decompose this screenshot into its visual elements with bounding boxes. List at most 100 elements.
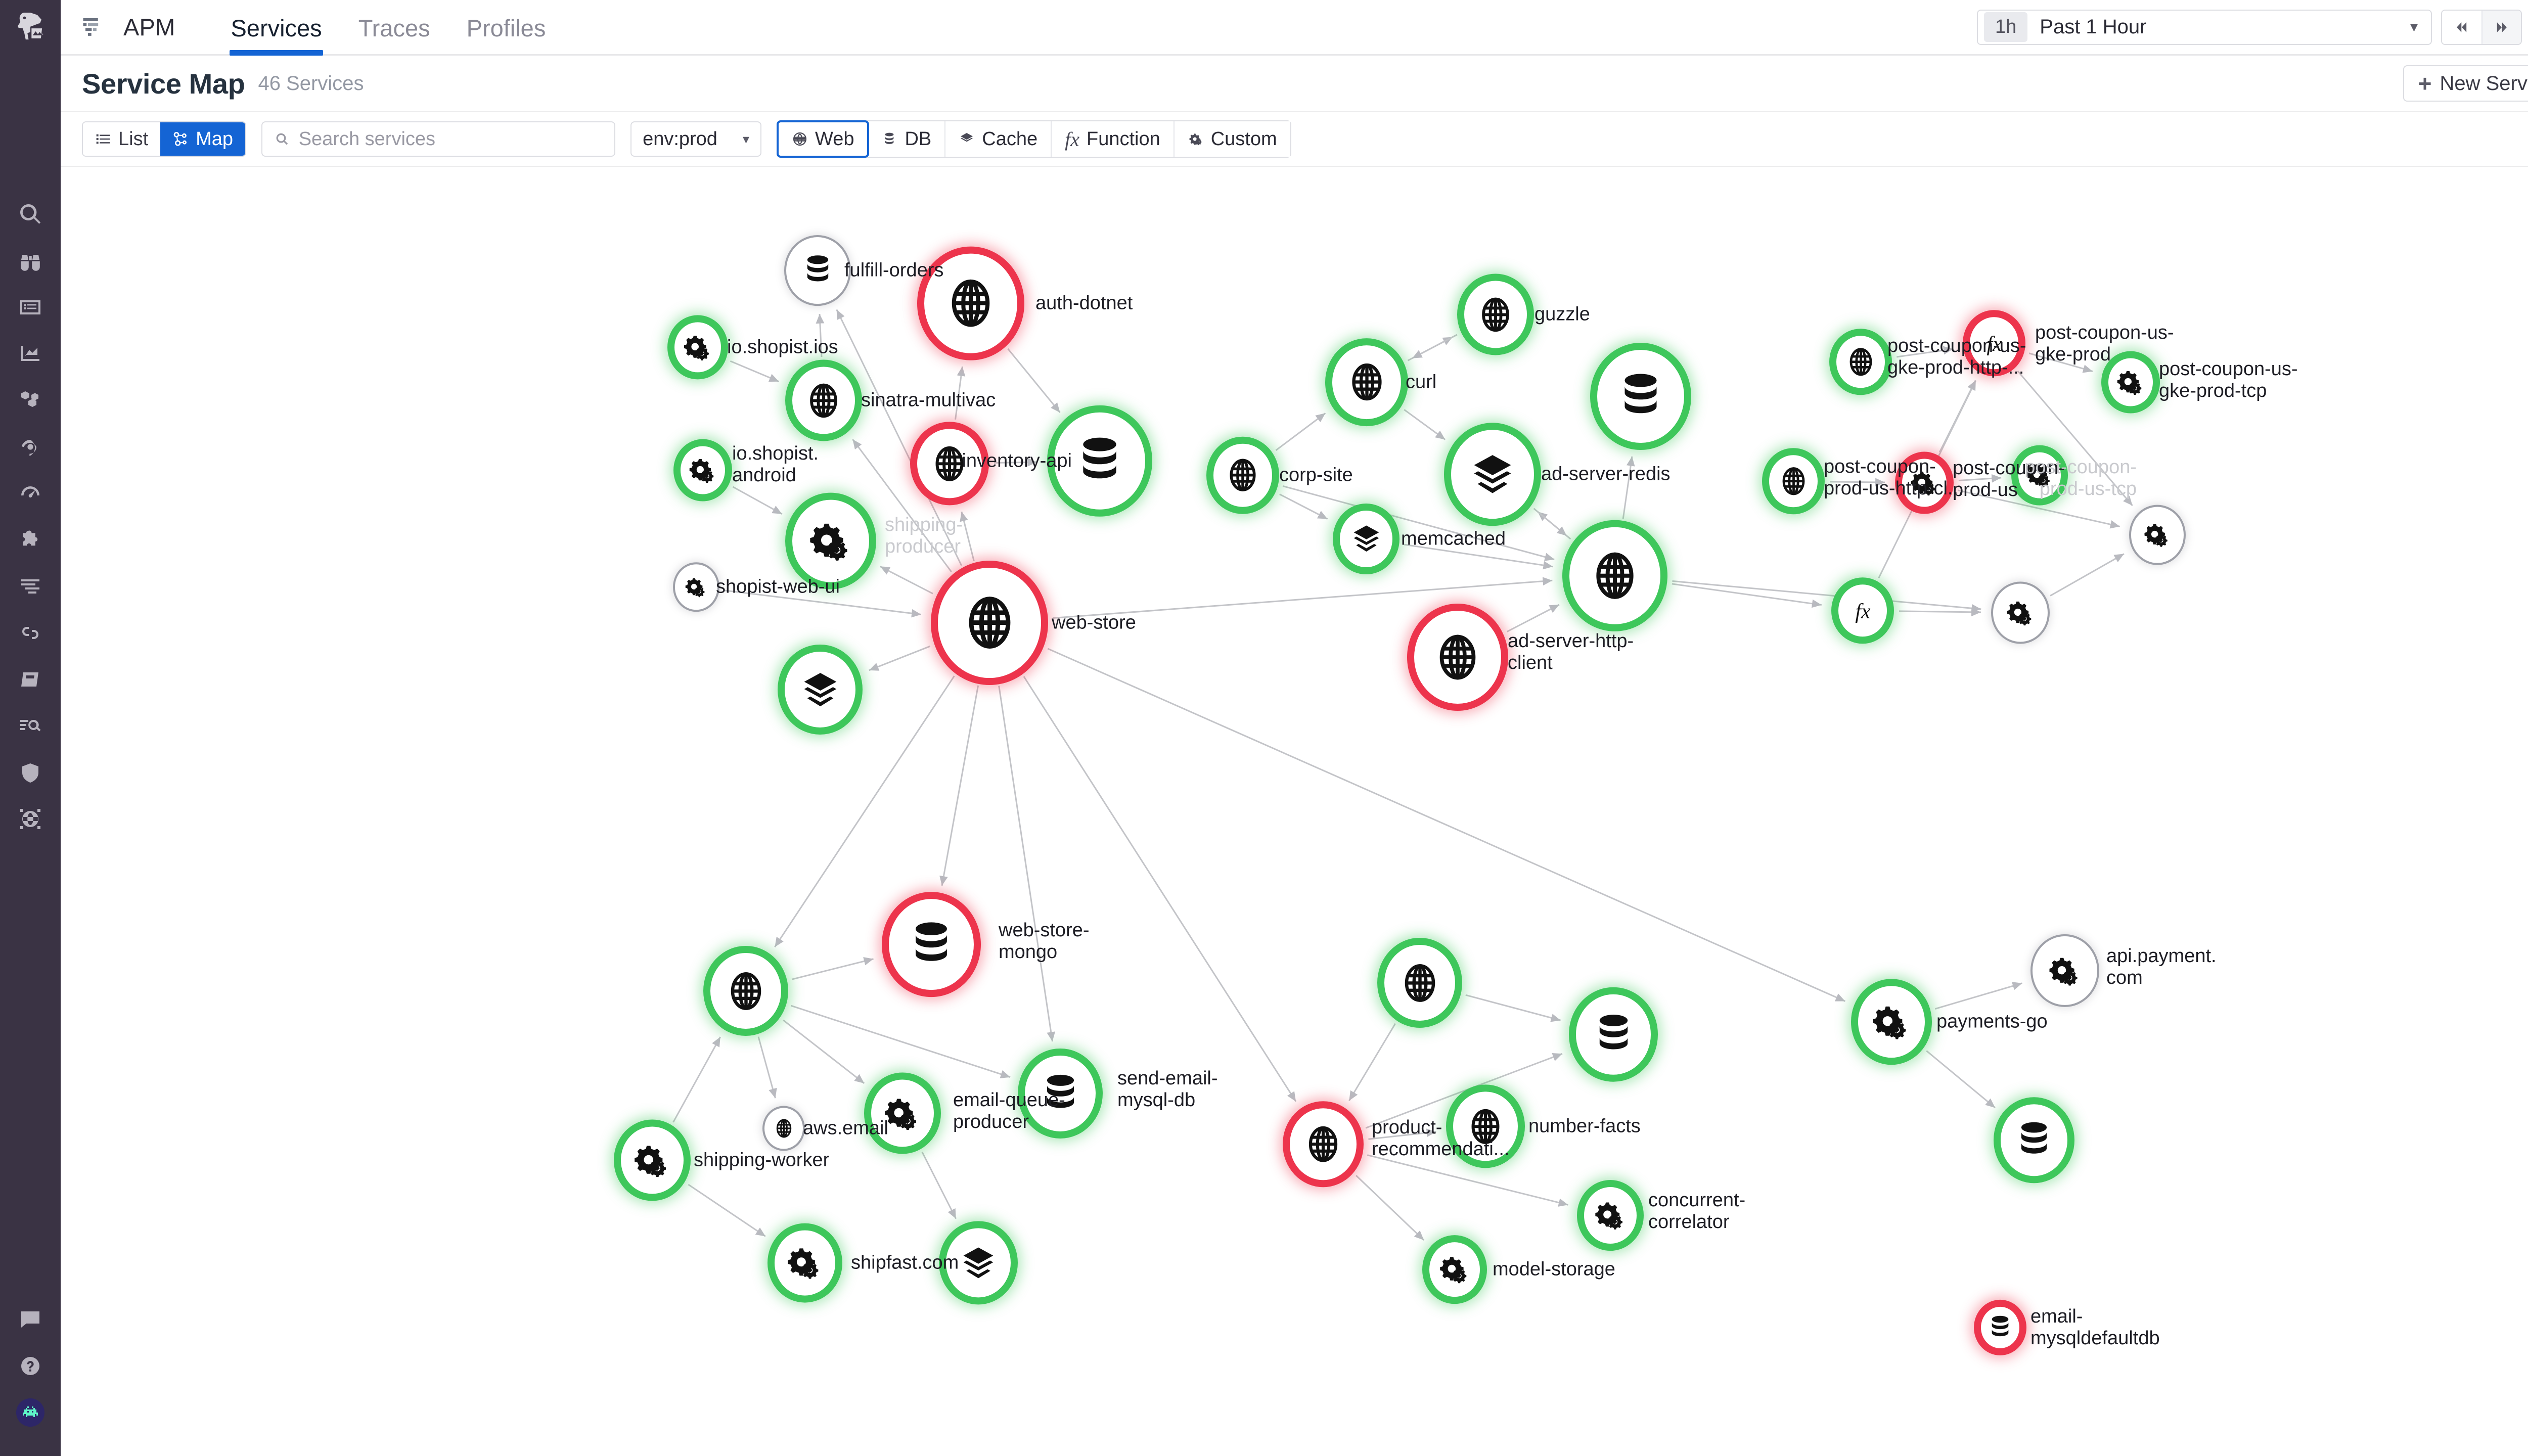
new-service-button[interactable]: + New Service [2403, 65, 2528, 102]
service-node-aws-email[interactable] [762, 1106, 805, 1151]
service-node-concurrent-correlator[interactable] [1577, 1180, 1644, 1251]
edge-pc-us-gke-prod-to-pc-prod-us-tcp [2017, 370, 2133, 507]
sidebar-nav-icons [0, 191, 61, 842]
svg-text:fx: fx [1855, 600, 1871, 623]
gauge-icon [21, 486, 39, 498]
sidebar-item-synthetics[interactable] [0, 470, 61, 517]
filter-chip-db[interactable]: DB [868, 121, 946, 157]
service-node-web-store-mongo[interactable] [882, 892, 981, 997]
custom-node-icon [689, 459, 713, 483]
datadog-dog-logo-icon[interactable] [0, 0, 61, 56]
service-node-shopist-web-ui[interactable] [673, 562, 719, 612]
step-backward-button[interactable] [2442, 10, 2481, 44]
service-node-pc-fx[interactable]: fx [1831, 577, 1894, 644]
tab-services[interactable]: Services [212, 0, 340, 56]
db-node-icon [1599, 1014, 1628, 1050]
service-node-fulfill-orders[interactable] [784, 235, 851, 306]
filter-chip-function-label: Function [1086, 128, 1160, 150]
sidebar-item-help[interactable] [0, 1343, 61, 1389]
sidebar-item-metrics[interactable] [0, 331, 61, 377]
custom-node-icon [685, 578, 705, 597]
sidebar-item-rum[interactable] [0, 703, 61, 749]
sidebar-item-integrations[interactable] [0, 517, 61, 563]
globe-icon [793, 132, 807, 146]
service-node-web-store-cache[interactable] [778, 644, 863, 735]
service-node-memcached[interactable] [1333, 504, 1400, 574]
service-node-email-queue-producer[interactable] [864, 1072, 941, 1154]
tab-traces[interactable]: Traces [358, 14, 430, 41]
service-node-product-rec-web[interactable] [1377, 937, 1462, 1028]
service-node-model-storage[interactable] [1422, 1235, 1487, 1304]
view-mode-map[interactable]: Map [160, 122, 246, 156]
service-node-pc-prod-us-tcp[interactable] [2129, 505, 2186, 565]
service-node-io-shopist-android[interactable] [673, 439, 732, 502]
sidebar-item-watchdog[interactable] [0, 238, 61, 284]
custom-node-icon [809, 523, 847, 561]
service-node-pc-gears-right[interactable] [1991, 581, 2050, 644]
filter-chip-cache[interactable]: Cache [945, 121, 1052, 157]
nav-brand[interactable]: APM [123, 14, 175, 40]
env-filter-select[interactable]: env:prod ▾ [630, 121, 762, 157]
service-node-product-recommendations[interactable] [1283, 1101, 1364, 1187]
service-node-sinatra-multivac[interactable] [785, 359, 862, 441]
service-node-ad-server-redis[interactable] [1444, 423, 1541, 526]
service-node-inventory-api[interactable] [1047, 405, 1152, 517]
service-node-payments-db[interactable] [1994, 1097, 2074, 1183]
sidebar-item-network[interactable] [0, 796, 61, 842]
service-node-curl[interactable] [1325, 338, 1408, 426]
sidebar-item-notebooks[interactable] [0, 656, 61, 703]
sidebar-item-dashboards[interactable] [0, 284, 61, 331]
service-node-number-facts[interactable] [1446, 1084, 1525, 1168]
filter-chip-custom[interactable]: Custom [1174, 121, 1290, 157]
sidebar-item-serverless[interactable] [0, 610, 61, 656]
time-range-picker[interactable]: 1h Past 1 Hour ▾ [1977, 9, 2432, 45]
view-mode-list[interactable]: List [83, 122, 161, 156]
service-node-ad-server-http-client[interactable] [1407, 604, 1508, 711]
edge-email-web-to-email-queue-producer [783, 1019, 865, 1084]
sidebar-item-infrastructure[interactable] [0, 377, 61, 424]
sidebar-item-apm[interactable] [0, 424, 61, 470]
sidebar-item-security[interactable] [0, 749, 61, 796]
step-forward-button[interactable] [2481, 10, 2521, 44]
service-node-shipping-producer[interactable] [785, 492, 876, 589]
service-node-pc-prod-us-node[interactable] [2011, 445, 2068, 506]
service-node-ad-server[interactable] [1562, 520, 1667, 632]
service-node-pc-us-gke-prod[interactable]: fx [1963, 310, 2025, 377]
service-node-ad-server-redis-db[interactable] [1590, 343, 1691, 450]
service-node-pc-us-gke-tcp[interactable] [2101, 351, 2160, 414]
edge-web-store-to-payments-go [1047, 648, 1846, 1002]
sidebar-item-search[interactable] [0, 191, 61, 238]
service-node-pc-prod-us-http[interactable] [1762, 448, 1825, 515]
sidebar-item-logs[interactable] [0, 563, 61, 610]
service-node-email-web[interactable] [703, 945, 788, 1036]
service-node-shipping-worker[interactable] [614, 1119, 691, 1201]
service-node-payments-go[interactable] [1851, 979, 1932, 1065]
service-node-inventory-api-web[interactable] [910, 422, 989, 506]
sidebar-item-chat[interactable] [0, 1296, 61, 1343]
sidebar-item-user-avatar[interactable] [0, 1389, 61, 1436]
service-node-auth-dotnet[interactable] [917, 246, 1024, 360]
service-node-shipfast-com[interactable] [768, 1223, 842, 1303]
service-node-io-shopist-ios[interactable] [667, 315, 728, 380]
service-node-email-mysqldefaultdb[interactable] [1974, 1299, 2026, 1356]
service-node-send-email-mysql-db[interactable] [1018, 1048, 1103, 1139]
custom-node-icon [2144, 524, 2168, 547]
fx-node-icon: fx [1855, 600, 1871, 623]
service-node-pc-us-gke-http[interactable] [1829, 329, 1892, 395]
main-content: APM Services Traces Profiles 1h Past 1 H… [61, 0, 2528, 1456]
edge-pc-prod-us-to-pc-prod-us-node [1958, 474, 2002, 483]
filter-chip-function[interactable]: fx Function [1052, 121, 1175, 157]
tab-profiles[interactable]: Profiles [466, 14, 546, 41]
rum-search-icon [20, 719, 41, 732]
service-node-web-store[interactable] [931, 561, 1048, 685]
service-node-pc-prod-us[interactable] [1895, 451, 1954, 514]
search-services-box[interactable] [261, 121, 616, 157]
service-node-shipfast-cache[interactable] [939, 1221, 1018, 1305]
service-node-guzzle[interactable] [1457, 274, 1534, 355]
service-node-corp-site[interactable] [1206, 436, 1279, 514]
service-node-api-payment-com[interactable] [2030, 934, 2099, 1008]
filter-chip-web[interactable]: Web [777, 120, 870, 158]
service-node-number-facts-db[interactable] [1569, 987, 1658, 1082]
search-input[interactable] [298, 128, 603, 150]
